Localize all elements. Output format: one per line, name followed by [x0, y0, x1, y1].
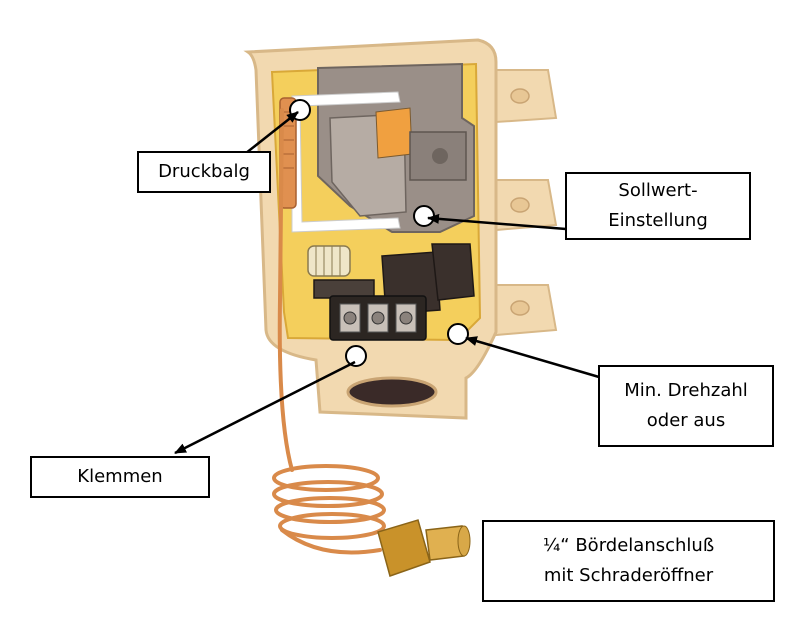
bellows-bracket	[291, 91, 401, 233]
cable-opening	[346, 376, 438, 408]
terminal-block	[329, 295, 427, 341]
label-drehzahl-line2: oder aus	[646, 410, 726, 431]
coil	[307, 245, 351, 277]
label-sollwert-line2: Einstellung	[608, 210, 708, 231]
label-sollwert: Sollwert- Einstellung	[565, 172, 751, 240]
label-anschluss-line2: mit Schraderöffner	[543, 565, 714, 586]
label-sollwert-line1: Sollwert-	[618, 180, 698, 201]
label-klemmen: Klemmen	[30, 456, 210, 498]
capillary-tube	[272, 108, 386, 555]
label-drehzahl-line1: Min. Drehzahl	[624, 380, 748, 401]
setpoint-mechanism	[317, 62, 475, 233]
label-druckbalg-text: Druckbalg	[158, 161, 250, 182]
label-drehzahl: Min. Drehzahl oder aus	[598, 365, 774, 447]
label-anschluss: ¼“ Bördelanschluß mit Schraderöffner	[482, 520, 775, 602]
label-anschluss-line1: ¼“ Bördelanschluß	[542, 535, 715, 556]
label-klemmen-text: Klemmen	[77, 466, 163, 487]
callout-arrows	[174, 111, 600, 455]
flare-fitting	[377, 519, 471, 577]
label-druckbalg: Druckbalg	[137, 151, 271, 193]
